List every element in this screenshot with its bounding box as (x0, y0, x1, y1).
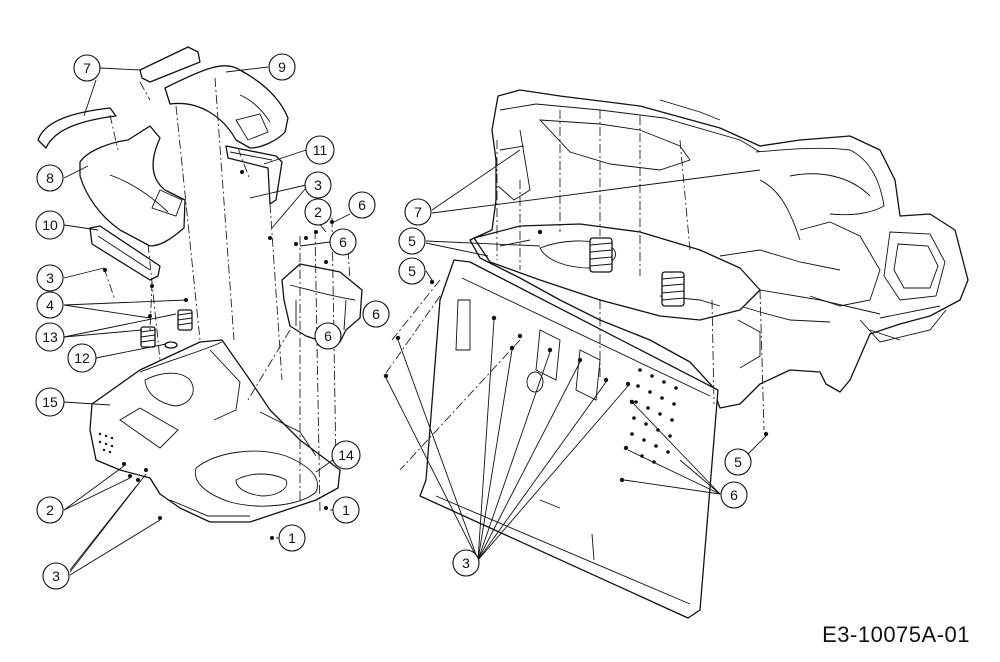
part-8-front-cover (79, 125, 186, 247)
callout-6-shroud: 6 (362, 300, 390, 328)
callout-2-lower: 2 (36, 496, 64, 524)
svg-text:9: 9 (278, 59, 286, 75)
callout-12: 12 (67, 343, 97, 373)
callout-5-right: 5 (724, 448, 752, 476)
callout-5-mid: 5 (398, 257, 426, 285)
callout-8: 8 (36, 164, 64, 192)
callout-6-lower: 6 (314, 322, 342, 350)
seat-frame-plate (473, 223, 761, 321)
svg-text:5: 5 (734, 454, 742, 470)
svg-text:4: 4 (46, 297, 54, 313)
svg-text:12: 12 (74, 350, 90, 366)
callout-10: 10 (35, 210, 65, 240)
part-9-fender-cover (164, 65, 289, 149)
right-assembly (383, 89, 969, 619)
callout-7-left: 7 (73, 54, 101, 82)
part-13-springs (140, 309, 193, 348)
callout-3-upper: 3 (304, 171, 332, 199)
left-fasteners (103, 170, 334, 540)
callout-3-left: 3 (36, 264, 64, 292)
part-7-lower-strip (37, 107, 117, 149)
callout-15: 15 (35, 387, 65, 417)
callout-7-right: 7 (404, 198, 432, 226)
svg-text:5: 5 (408, 263, 416, 279)
part-12-washer (164, 341, 178, 349)
part-7-upper-strip (139, 46, 201, 83)
part-6-shroud (281, 263, 363, 343)
part-10-side-panel (89, 225, 161, 281)
callout-14: 14 (331, 440, 361, 470)
svg-text:2: 2 (314, 204, 322, 220)
left-assembly (37, 46, 363, 576)
callout-1-right: 1 (332, 496, 360, 524)
svg-text:14: 14 (338, 447, 354, 463)
svg-text:10: 10 (42, 217, 58, 233)
svg-text:3: 3 (462, 555, 470, 571)
svg-text:6: 6 (358, 197, 366, 213)
svg-text:6: 6 (730, 487, 738, 503)
seat-springs (589, 237, 685, 307)
vent-grid-left (98, 432, 114, 454)
right-fasteners (383, 229, 769, 483)
vent-grid-right (630, 368, 678, 464)
part-15-main-body (89, 339, 341, 523)
svg-text:8: 8 (46, 170, 54, 186)
svg-text:13: 13 (42, 329, 58, 345)
svg-text:6: 6 (339, 234, 347, 250)
svg-text:7: 7 (414, 204, 422, 220)
callout-6-upper: 6 (348, 191, 376, 219)
svg-text:3: 3 (314, 177, 322, 193)
part-11-bracket (225, 145, 283, 205)
callout-2-upper: 2 (304, 198, 332, 226)
callout-1-bottom: 1 (278, 524, 306, 552)
svg-text:5: 5 (408, 233, 416, 249)
callout-13: 13 (35, 322, 65, 352)
callout-3-right: 3 (452, 549, 480, 577)
svg-text:2: 2 (46, 502, 54, 518)
svg-text:1: 1 (288, 530, 296, 546)
callout-3-bottom: 3 (42, 562, 70, 590)
callout-4: 4 (36, 291, 64, 319)
svg-text:11: 11 (313, 142, 328, 158)
svg-text:1: 1 (342, 502, 350, 518)
svg-text:15: 15 (42, 394, 58, 410)
callout-6-right: 6 (720, 481, 748, 509)
callout-5-upper: 5 (398, 227, 426, 255)
rear-fender-shell (469, 89, 969, 409)
svg-text:3: 3 (46, 270, 54, 286)
svg-text:6: 6 (324, 328, 332, 344)
svg-text:7: 7 (83, 60, 91, 76)
callout-6-mid: 6 (329, 228, 357, 256)
callout-11: 11 (305, 135, 335, 165)
svg-text:3: 3 (52, 568, 60, 584)
svg-text:6: 6 (372, 306, 380, 322)
callout-9: 9 (268, 53, 296, 81)
drawing-id-label: E3-10075A-01 (822, 622, 970, 647)
